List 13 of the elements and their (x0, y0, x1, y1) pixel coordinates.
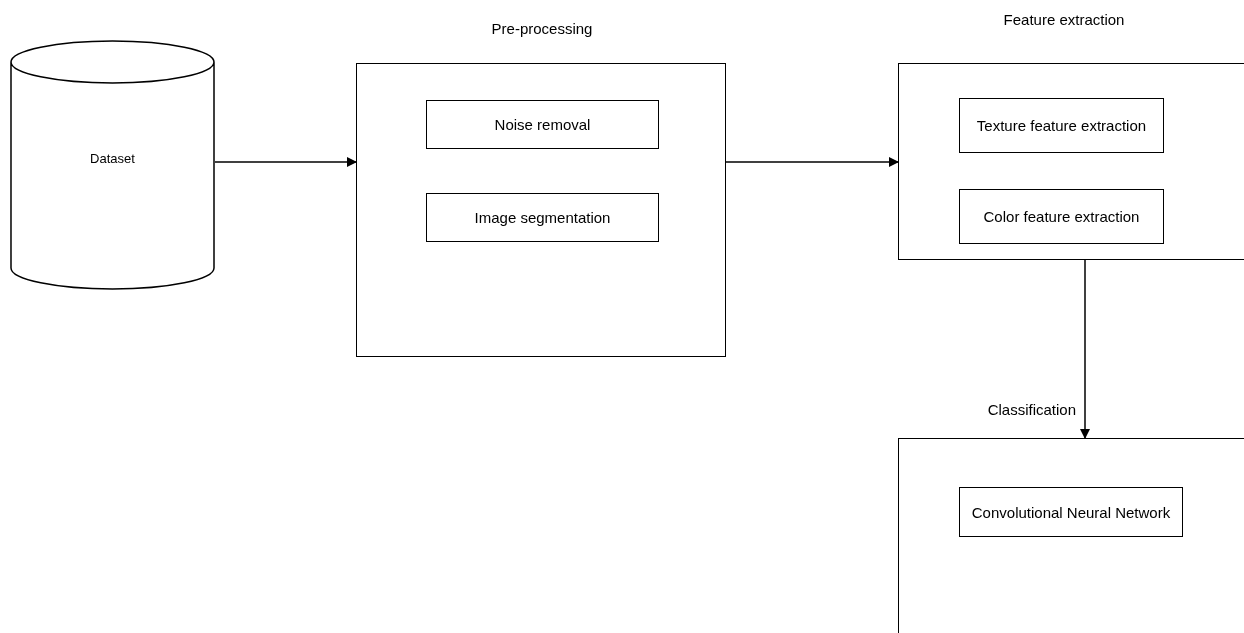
process-box: Color feature extraction (959, 189, 1164, 244)
process-box: Texture feature extraction (959, 98, 1164, 153)
node-label: Dataset (89, 151, 136, 166)
stage-heading: Feature extraction (1003, 11, 1125, 28)
arrow (214, 157, 357, 167)
process-box: Noise removal (426, 100, 659, 149)
database-cylinder (10, 40, 215, 290)
process-box: Image segmentation (426, 193, 659, 242)
stage-heading: Classification (987, 401, 1076, 418)
process-box: Convolutional Neural Network (959, 487, 1183, 537)
arrow (1080, 259, 1090, 439)
arrow (725, 157, 899, 167)
stage-heading: Pre-processing (491, 20, 593, 37)
